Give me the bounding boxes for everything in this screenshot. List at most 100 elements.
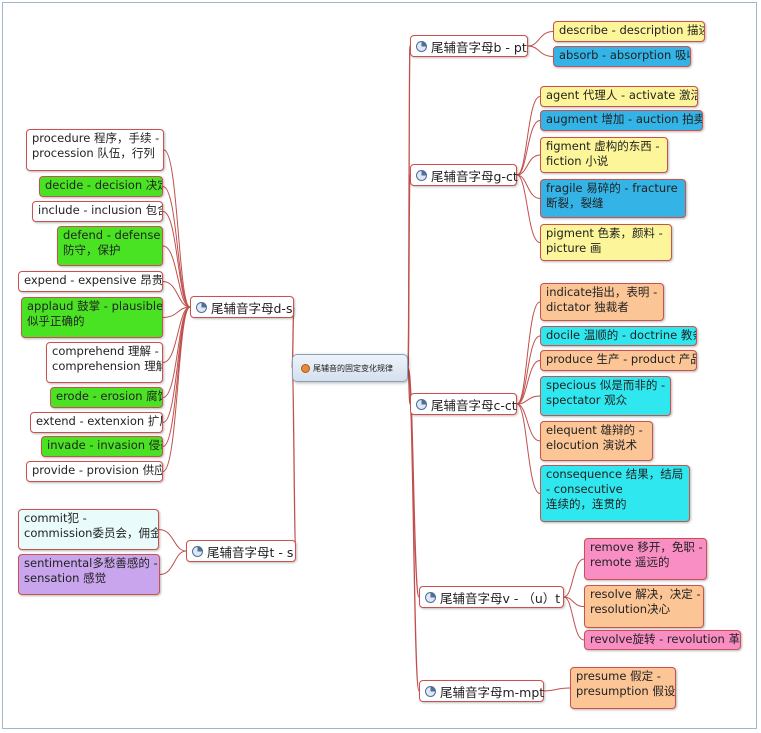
connector-line [516,403,541,494]
leaf-node[interactable]: extend - extenxion 扩展 [30,412,163,433]
leaf-node[interactable]: agent 代理人 - activate 激活 [540,86,698,107]
connector-line [527,45,554,57]
leaf-node[interactable]: pigment 色素，颜料 -picture 画 [540,224,672,261]
leaf-node[interactable]: expend - expensive 昂贵的 [18,271,163,292]
branch-label: 尾辅音字母b - pt [431,39,527,55]
leaf-text: remote 遥远的 [590,555,670,569]
leaf-text: indicate指出，表明 - [546,285,658,299]
leaf-text: 似乎正确的 [27,314,85,328]
leaf-node[interactable]: sentimental多愁善感的 -sensation 感觉 [18,554,160,595]
leaf-text: sensation 感觉 [24,571,107,585]
branch-c-ct[interactable]: 尾辅音字母c-ct [410,393,517,415]
leaf-node[interactable]: indicate指出，表明 -dictator 独裁者 [540,283,664,321]
leaf-text: decide - decision 决定 [45,178,163,192]
leaf-text: produce 生产 - product 产品 [546,352,697,366]
leaf-text: resolve 解决，决定 - [590,587,701,601]
leaf-node[interactable]: produce 生产 - product 产品 [540,350,697,371]
branch-label: 尾辅音字母t - s [207,544,294,560]
leaf-node[interactable]: revolve旋转 - revolution 革命 [584,630,741,650]
topic-icon [196,301,207,313]
branch-label: 尾辅音字母c-ct [431,397,517,413]
leaf-text: commission委员会，佣金 [24,526,159,540]
leaf-node[interactable]: comprehend 理解 -comprehension 理解 [46,342,163,383]
topic-icon [425,591,436,603]
leaf-text: applaud 鼓掌 - plausible [27,299,163,313]
branch-label: 尾辅音字母d-s [211,300,293,316]
leaf-text: picture 画 [546,241,602,255]
leaf-text: augment 增加 - auction 拍卖 [546,112,703,126]
leaf-text: defend - defense [63,228,161,242]
leaf-text: pigment 色素，颜料 - [546,226,663,240]
leaf-node[interactable]: remove 移开，免职 -remote 遥远的 [584,538,707,580]
connector-line [158,529,187,552]
leaf-text: 防守，保护 [63,243,121,257]
leaf-node[interactable]: describe - description 描述 [553,21,705,42]
connector-line [407,174,411,369]
leaf-node[interactable]: absorb - absorption 吸收 [553,46,691,67]
leaf-node[interactable]: provide - provision 供应 [26,461,163,482]
leaf-node[interactable]: specious 似是而非的 -spectator 观众 [540,376,671,416]
connector-line [407,367,420,692]
leaf-text: commit犯 - [24,511,87,525]
leaf-text: extend - extenxion 扩展 [36,414,163,428]
branch-m-mpt[interactable]: 尾辅音字母m-mpt [419,680,544,702]
leaf-node[interactable]: invade - invasion 侵袭 [41,436,163,457]
connector-line [162,306,191,472]
leaf-text: provide - provision 供应 [32,463,163,477]
branch-v-ut[interactable]: 尾辅音字母v - （u）t [419,586,564,608]
connector-line [162,211,191,308]
leaf-text: remove 移开，免职 - [590,540,703,554]
root-label: 尾辅音的固定变化规律 [313,363,393,373]
leaf-node[interactable]: elequent 雄辩的 -elocution 演说术 [540,421,653,461]
connector-line [291,367,297,552]
connector-line [162,306,191,318]
leaf-node[interactable]: include - inclusion 包含 [32,201,163,222]
connector-line [516,154,541,176]
leaf-text: elocution 演说术 [546,438,638,452]
leaf-text: absorb - absorption 吸收 [559,48,691,62]
branch-d-s[interactable]: 尾辅音字母d-s [190,296,294,318]
leaf-node[interactable]: procedure 程序，手续 -procession 队伍，行列 [26,129,164,171]
leaf-text: fiction 小说 [546,154,609,168]
leaf-node[interactable]: docile 温顺的 - doctrine 教条 [540,326,697,346]
connector-line [543,687,571,692]
connector-line [159,550,187,575]
connector-line [516,174,541,243]
leaf-text: erode - erosion 腐蚀 [56,389,163,403]
leaf-node[interactable]: decide - decision 决定 [39,176,163,197]
leaf-text: agent 代理人 - activate 激活 [546,88,698,102]
connector-line [516,360,541,405]
leaf-text: docile 温顺的 - doctrine 教条 [546,328,697,342]
topic-icon [425,685,436,697]
connector-line [162,245,191,308]
leaf-node[interactable]: commit犯 -commission委员会，佣金 [18,509,159,550]
leaf-node[interactable]: erode - erosion 腐蚀 [50,387,163,408]
leaf-text: procedure 程序，手续 - [32,131,160,145]
root-node[interactable]: 尾辅音的固定变化规律 [292,354,408,382]
connector-line [516,403,541,442]
branch-label: 尾辅音字母v - （u）t [440,590,561,606]
branch-g-ct[interactable]: 尾辅音字母g-ct [410,164,518,186]
leaf-node[interactable]: presume 假定 -presumption 假设 [570,667,676,709]
connector-line [162,186,191,308]
leaf-text: 连续的，连贯的 [546,497,627,511]
leaf-text: consequence 结果，结局 [546,467,684,481]
leaf-node[interactable]: figment 虚构的东西 -fiction 小说 [540,137,668,173]
branch-b-pt[interactable]: 尾辅音字母b - pt [410,35,528,57]
leaf-text: presume 假定 - [576,669,661,683]
leaf-node[interactable]: resolve 解决，决定 -resolution决心 [584,585,704,628]
branch-label: 尾辅音字母g-ct [431,168,518,184]
leaf-node[interactable]: augment 增加 - auction 拍卖 [540,110,703,131]
leaf-text: revolve旋转 - revolution 革命 [590,632,741,646]
branch-t-s[interactable]: 尾辅音字母t - s [186,540,296,562]
connector-line [516,301,541,405]
connector-line [516,120,541,176]
connector-line [563,596,585,641]
leaf-text: fragile 易碎的 - fracture [546,181,678,195]
leaf-text: presumption 假设 [576,684,676,698]
